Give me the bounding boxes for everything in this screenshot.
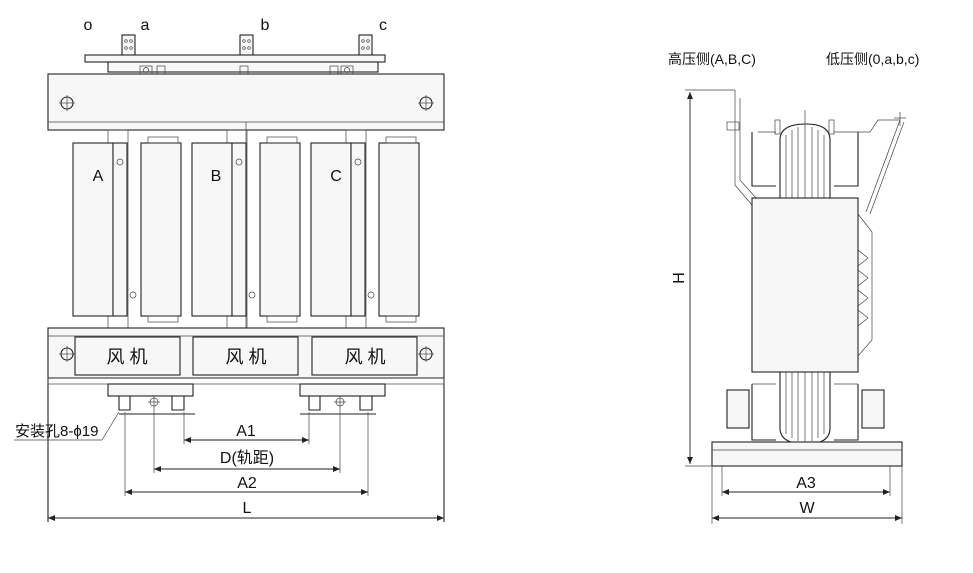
fan-label-a: 风 机 xyxy=(106,347,147,367)
fan-label-c: 风 机 xyxy=(344,347,385,367)
fan-a: 风 机 xyxy=(74,336,181,376)
high-voltage-side-label: 高压侧(A,B,C) xyxy=(668,51,756,67)
upper-clamps xyxy=(751,112,906,187)
dimension-label-a3: A3 xyxy=(796,475,816,492)
coil-body xyxy=(751,119,905,373)
dimension-label-d: D(轨距) xyxy=(220,449,274,467)
dimension-h: H xyxy=(671,89,735,467)
dimension-label-h: H xyxy=(671,272,688,284)
phase-label-b: B xyxy=(211,168,222,185)
dimension-a1: A1 xyxy=(184,423,309,443)
phase-label-a: A xyxy=(93,168,104,185)
mount-hole-label: 安装孔8-ϕ19 xyxy=(15,423,98,440)
side-view: 高压侧(A,B,C) 低压侧(0,a,b,c) H xyxy=(668,51,919,524)
dimension-a2: A2 xyxy=(125,475,368,495)
fan-b: 风 机 xyxy=(192,336,299,376)
dimension-d: D(轨距) xyxy=(154,449,340,472)
side-base xyxy=(711,441,903,524)
front-view: o a b c xyxy=(14,17,445,522)
dimension-label-a1: A1 xyxy=(236,423,256,440)
top-yoke xyxy=(47,73,445,131)
mount-hole-callout: 安装孔8-ϕ19 xyxy=(14,411,120,441)
coil-a xyxy=(72,136,182,323)
dimension-label-a2: A2 xyxy=(237,475,257,492)
dimension-a3: A3 xyxy=(722,475,890,495)
terminal-busbars xyxy=(84,34,386,75)
coil-c xyxy=(310,136,420,323)
coil-b xyxy=(191,136,301,323)
fan-c: 风 机 xyxy=(311,336,418,376)
phase-label-c: C xyxy=(330,168,342,185)
terminal-label-o: o xyxy=(84,17,93,34)
dimension-l: L xyxy=(48,500,444,521)
hv-lead xyxy=(726,90,757,206)
lower-clamps xyxy=(726,383,885,441)
terminal-label-a: a xyxy=(141,17,150,34)
terminal-label-c: c xyxy=(379,17,387,34)
low-voltage-side-label: 低压侧(0,a,b,c) xyxy=(826,51,919,67)
terminal-label-b: b xyxy=(261,17,270,34)
dimension-label-w: W xyxy=(799,500,815,517)
dimension-w: W xyxy=(712,500,902,521)
dimension-label-l: L xyxy=(243,500,252,517)
fan-label-b: 风 机 xyxy=(225,347,266,367)
base-feet xyxy=(47,377,445,522)
